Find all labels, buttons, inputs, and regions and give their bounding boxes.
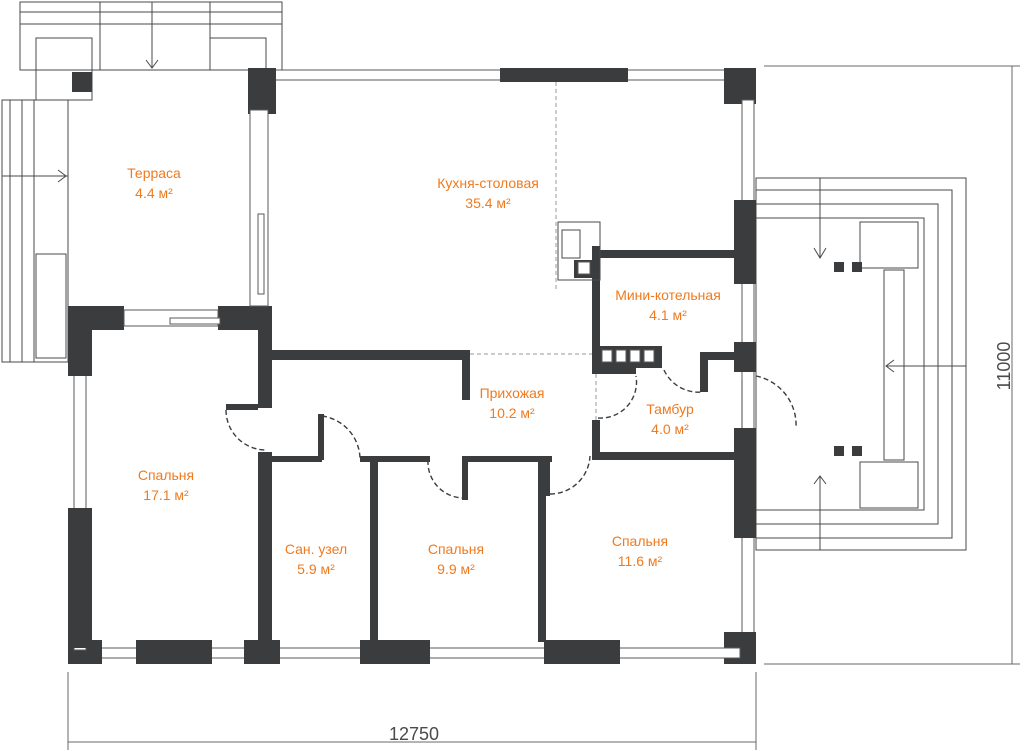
outer-walls: [68, 68, 756, 664]
room-area: 17.1 м²: [143, 487, 189, 503]
porch-stairs: [755, 177, 967, 551]
chimney: [557, 221, 662, 368]
terrace-glazing: [72, 72, 269, 327]
room-area: 4.4 м²: [135, 185, 173, 201]
room-label-terrace: Терраса 4.4 м²: [127, 165, 181, 201]
room-label-vestibule: Тамбур 4.0 м²: [646, 401, 694, 437]
terrace-stairs: [1, 99, 69, 363]
room-area: 4.1 м²: [649, 307, 687, 323]
dimension-height-label: 11000: [994, 342, 1014, 391]
room-name: Терраса: [127, 165, 181, 181]
room-area: 11.6 м²: [618, 553, 663, 569]
room-name: Тамбур: [646, 401, 694, 417]
room-name: Спальня: [428, 541, 484, 557]
room-label-hall: Прихожая 10.2 м²: [480, 385, 545, 421]
room-name: Прихожая: [480, 385, 545, 401]
interior-walls: [226, 246, 734, 642]
room-name: Спальня: [138, 467, 194, 483]
room-label-bedroom3: Спальня 11.6 м²: [612, 533, 668, 569]
room-area: 9.9 м²: [437, 561, 475, 577]
room-label-bedroom1: Спальня 17.1 м²: [138, 467, 194, 503]
room-name: Сан. узел: [285, 541, 347, 557]
room-area: 35.4 м²: [465, 195, 511, 211]
dimension-width: 12750: [67, 672, 757, 750]
room-name: Кухня-столовая: [437, 175, 539, 191]
door-swings: [225, 369, 797, 499]
room-label-bathroom: Сан. узел 5.9 м²: [285, 541, 347, 577]
room-area: 4.0 м²: [651, 421, 689, 437]
terrace-top-stairs: [19, 1, 283, 101]
room-name: Мини-котельная: [615, 287, 721, 303]
dimension-height: 11000: [764, 65, 1020, 665]
room-label-boiler: Мини-котельная 4.1 м²: [615, 287, 721, 323]
room-name: Спальня: [612, 533, 668, 549]
room-label-bedroom2: Спальня 9.9 м²: [428, 541, 484, 577]
dimension-width-label: 12750: [389, 724, 439, 744]
room-area: 10.2 м²: [489, 405, 535, 421]
zone-lines: [470, 82, 597, 420]
room-label-kitchen: Кухня-столовая 35.4 м²: [437, 175, 539, 211]
room-area: 5.9 м²: [297, 561, 335, 577]
